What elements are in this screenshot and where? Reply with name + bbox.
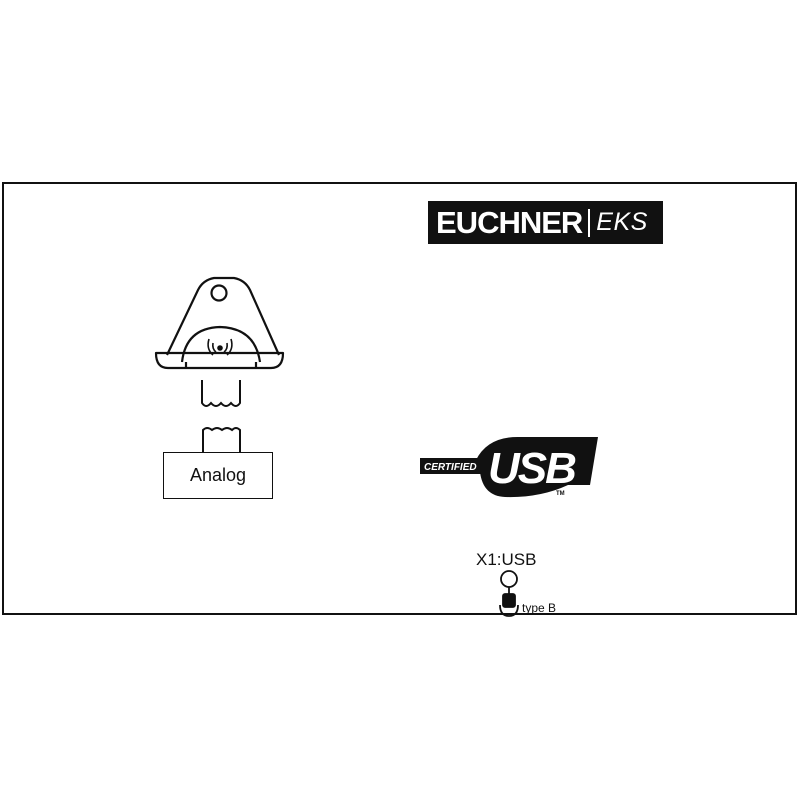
certified-usb-logo: CERTIFIED USB TM	[420, 436, 598, 498]
key-tag-body	[166, 276, 281, 356]
plug-connector-lower	[202, 427, 241, 452]
wireless-signal-icon	[207, 338, 233, 356]
key-reader-icon	[154, 276, 285, 370]
certified-text: CERTIFIED	[424, 462, 477, 473]
brand-name: EUCHNER	[436, 204, 583, 240]
usb-tm-text: TM	[556, 491, 565, 497]
usb-type-b-connector-icon	[499, 570, 519, 617]
certified-bar	[420, 458, 482, 474]
plug-connector-upper	[201, 380, 241, 407]
port-type-label: type B	[522, 601, 557, 615]
transponder-dome	[180, 325, 262, 363]
usb-logo-swoosh	[420, 436, 598, 498]
diagram-frame	[2, 182, 797, 615]
analog-interface-box: Analog	[163, 452, 273, 499]
brand-product: EKS	[596, 208, 648, 236]
port-label: X1:USB	[476, 550, 537, 569]
analog-label: Analog	[189, 465, 247, 485]
brand-separator	[588, 208, 591, 237]
key-hole	[210, 284, 228, 302]
usb-text: USB	[488, 444, 576, 493]
reader-base	[154, 351, 285, 370]
euchner-eks-logo: EUCHNER EKS	[428, 201, 663, 244]
